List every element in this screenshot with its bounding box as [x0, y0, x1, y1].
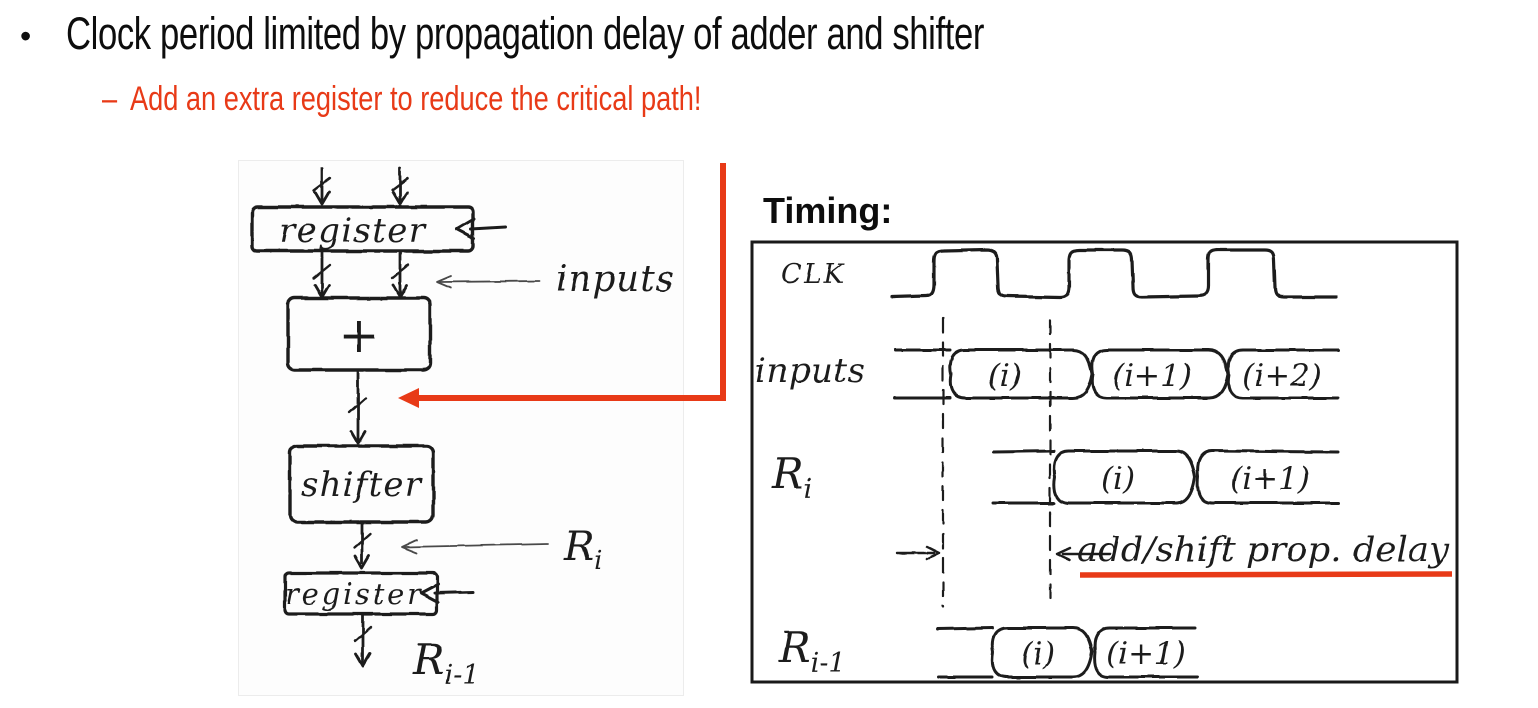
ri-prev-cell-label: (i) — [1021, 636, 1055, 672]
timing-ri-sub: i — [804, 474, 813, 505]
arrowhead-down-icon — [349, 429, 367, 445]
arrowhead-down-icon — [354, 652, 372, 668]
bus-cell-open — [1196, 449, 1340, 505]
ri-prev-cell-label: (i+1) — [1106, 636, 1186, 672]
timing-box — [750, 240, 1459, 684]
ri-label-base: R — [563, 524, 594, 570]
subtitle-text: Add an extra register to reduce the crit… — [129, 80, 702, 118]
timing-ri-prev-base: R — [778, 623, 811, 672]
arrowhead-left-icon — [436, 275, 452, 289]
bus-width-tick — [312, 176, 332, 192]
shifter-label: shifter — [301, 465, 423, 505]
ri-prev-waveform — [936, 626, 1199, 679]
bus-cell — [990, 626, 1094, 679]
timing-ri-label: Ri — [771, 449, 812, 505]
prop-delay-annotation: add/shift prop. delay — [1077, 530, 1450, 570]
prop-delay-underline — [1079, 571, 1453, 578]
timing-labels: CLK inputs Ri Ri-1 (i) (i+1) (i+2) (i) (… — [755, 259, 1450, 679]
arrowhead-left-icon — [398, 388, 419, 408]
ri-label: Ri — [563, 524, 602, 576]
subtitle-row: – Add an extra register to reduce the cr… — [102, 74, 701, 124]
ri-cell-label: (i) — [1101, 461, 1135, 497]
bus-cell-open — [1093, 626, 1199, 679]
bus-lead-rails — [991, 449, 1056, 505]
timing-ri-base: R — [771, 449, 804, 498]
timing-inputs-label: inputs — [755, 351, 865, 391]
timing-waveforms — [890, 248, 1340, 679]
bus-width-tick — [352, 532, 372, 550]
timing-heading: Timing: — [763, 190, 893, 231]
bus-lead-rails — [893, 348, 952, 400]
ri-pointer-arrow — [404, 543, 549, 548]
arrowhead-down-icon — [313, 190, 331, 206]
arrowhead-right-icon — [925, 545, 941, 561]
critical-path-callout — [398, 163, 726, 408]
title-bullet: • — [20, 18, 32, 54]
arrowhead-left-icon — [1055, 546, 1072, 562]
clock-arrowhead-icon — [455, 217, 476, 240]
ri-cell-label: (i+1) — [1230, 461, 1310, 497]
ri-prev-label-base: R — [412, 635, 445, 684]
clk-label: CLK — [781, 259, 846, 290]
bus-cell-open — [1226, 348, 1340, 400]
bus-width-tick — [353, 625, 373, 643]
timing-ri-prev-sub: i-1 — [811, 648, 846, 679]
bus-width-tick — [390, 263, 410, 280]
adder-label: + — [338, 306, 380, 364]
ri-prev-label: Ri-1 — [412, 635, 480, 691]
inputs-cell-label: (i) — [988, 358, 1022, 394]
inputs-cell-label: (i+2) — [1242, 358, 1322, 394]
bus-width-tick — [347, 396, 368, 415]
bus-lead-rails — [936, 626, 994, 679]
clock-arrowhead-icon — [419, 582, 440, 604]
inputs-cell-label: (i+1) — [1112, 358, 1192, 394]
subtitle-dash: – — [102, 80, 118, 118]
ri-prev-label-sub: i-1 — [445, 660, 480, 691]
timing-ri-prev-label: Ri-1 — [778, 623, 846, 679]
circuit-labels: register inputs + shifter register Ri Ri… — [279, 211, 674, 691]
clock-wire — [433, 590, 475, 595]
inputs-pointer-arrow — [439, 280, 541, 283]
arrowhead-left-icon — [401, 539, 418, 554]
inputs-label: inputs — [556, 259, 674, 300]
arrowhead-down-icon — [353, 554, 371, 570]
page-title: Clock period limited by propagation dela… — [66, 8, 985, 59]
clock-wire — [469, 225, 507, 231]
circuit-diagram — [250, 166, 549, 668]
ri-label-sub: i — [594, 546, 602, 576]
ri-waveform — [991, 449, 1340, 505]
critical-path-arrow — [412, 163, 726, 401]
register-top-label: register — [279, 211, 427, 251]
arrowhead-down-icon — [391, 190, 409, 206]
register-bottom-label: register — [285, 577, 423, 611]
clk-waveform — [890, 248, 1339, 299]
bus-cell — [1052, 449, 1197, 505]
adder-box — [286, 296, 432, 372]
bus-width-tick — [312, 263, 332, 280]
inputs-waveform — [893, 348, 1340, 400]
bus-width-tick — [390, 176, 410, 192]
